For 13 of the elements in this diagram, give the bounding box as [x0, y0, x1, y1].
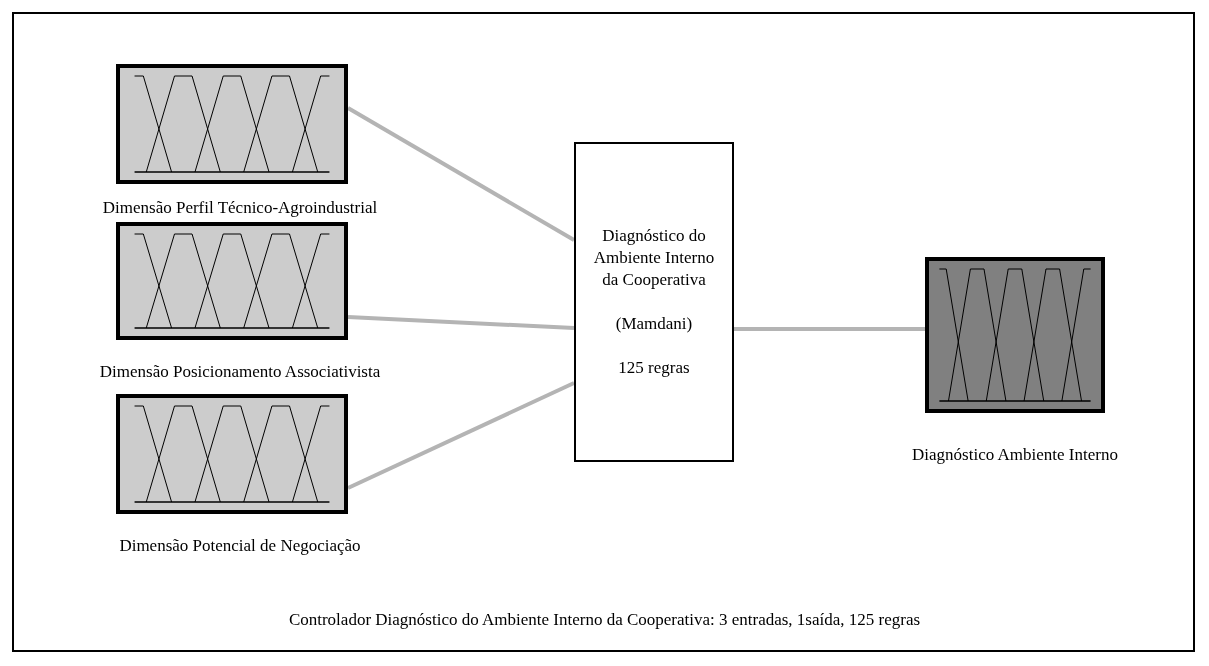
system-title: Diagnóstico do Ambiente Interno da Cooperativa: [592, 224, 716, 291]
connector-line: [734, 327, 925, 331]
system-text: (Mamdani): [615, 313, 693, 336]
connector-line: [347, 315, 575, 330]
variable-label: Dimensão Perfil Técnico-Agroindustrial: [101, 198, 379, 218]
inference-system-box: [574, 142, 734, 462]
connector-line: [347, 106, 575, 242]
variable-label: Diagnóstico Ambiente Interno: [911, 445, 1119, 465]
caption: Controlador Diagnóstico do Ambiente Interno da Cooperativa: 3 entradas, 1saída, 125 regras: [288, 610, 921, 629]
system-text: 125 regras: [618, 357, 690, 380]
variable-label: Dimensão Potencial de Negociação: [118, 536, 362, 556]
variable-label: Dimensão Posicionamento Associativista: [98, 362, 382, 382]
connector-line: [347, 381, 575, 490]
